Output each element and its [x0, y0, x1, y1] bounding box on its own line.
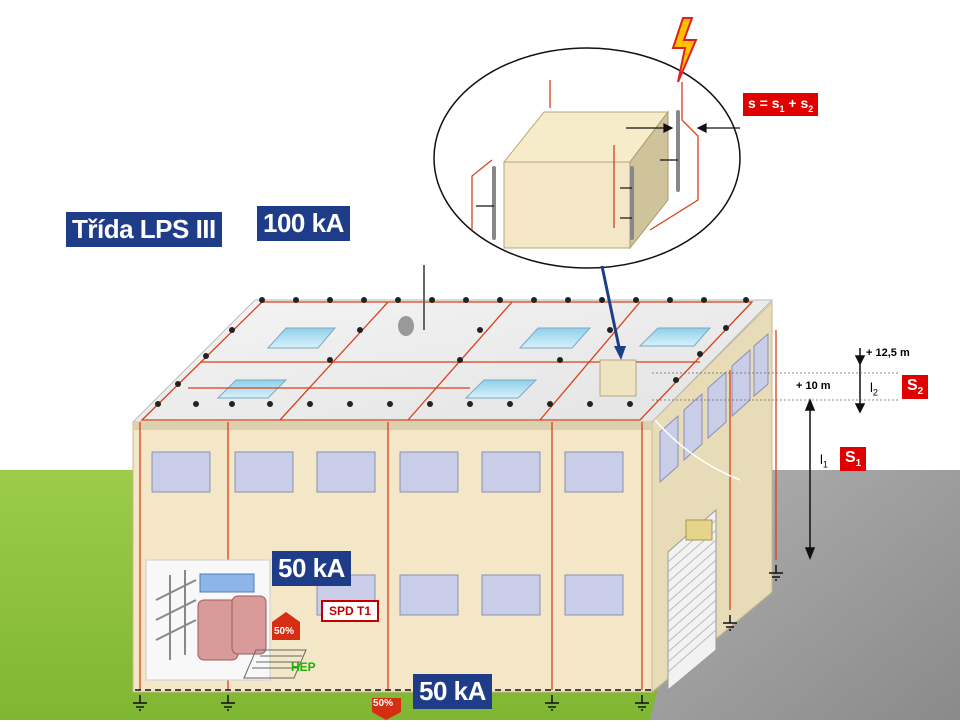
side-conductor: [654, 419, 741, 481]
l2-label: l2: [870, 380, 878, 398]
l1-label: l1: [820, 452, 828, 470]
height-dimensions: [652, 348, 900, 561]
detail-zoom: [433, 47, 741, 360]
current-roof-label: 100 kA: [257, 206, 350, 241]
spd-label: SPD T1: [321, 600, 380, 622]
pct-badge-bottom: 50%: [373, 698, 394, 709]
down-conductors: [139, 330, 777, 690]
lps-class-label: Třída LPS III: [66, 212, 222, 247]
pct-badge-top-bg: [272, 612, 300, 640]
zoom-pointer: [600, 265, 622, 353]
height-top-label: + 12,5 m: [866, 347, 910, 359]
current-bottom-label: 50 kA: [413, 674, 492, 709]
window: [151, 451, 211, 493]
ground-symbol-icon: [133, 565, 783, 711]
equipment-box-icon: [145, 559, 307, 681]
separation-formula-label: s = s1 + s2: [743, 93, 819, 116]
window: [234, 451, 294, 493]
height-mid-label: + 10 m: [796, 380, 831, 392]
roof-equipment-box: [599, 359, 637, 397]
roof-antenna: [398, 265, 637, 397]
windows-side: [659, 332, 769, 484]
window: [399, 574, 459, 616]
pct-badge-top: 50%: [274, 626, 295, 637]
s2-label: S2: [902, 375, 929, 400]
s1-label: S1: [840, 447, 867, 472]
window: [481, 451, 541, 493]
window: [316, 451, 376, 493]
lightning-icon: [671, 17, 698, 83]
zoom-box-front: [503, 161, 631, 249]
door-sign: [685, 519, 713, 541]
skylights: [216, 327, 712, 399]
window: [399, 451, 459, 493]
conductor-supports: [155, 297, 749, 407]
pct-badge-bottom-bg: [372, 698, 401, 720]
current-mid-label: 50 kA: [272, 551, 351, 586]
window: [481, 574, 541, 616]
window: [564, 574, 624, 616]
roof-edge: [133, 422, 652, 430]
window: [564, 451, 624, 493]
hep-label: HEP: [291, 660, 316, 674]
